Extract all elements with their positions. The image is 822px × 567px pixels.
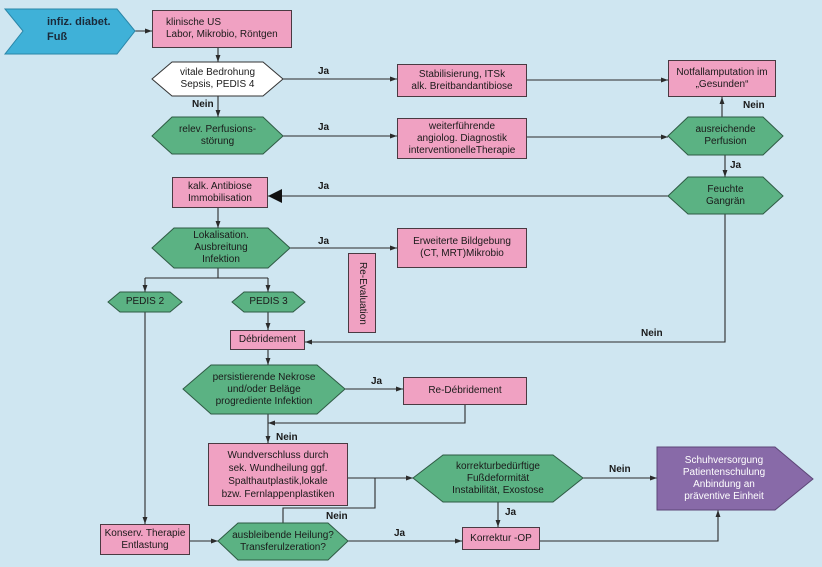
decision-fussdeformitaet-label: korrekturbedürftige Fußdeformität Instab… (452, 460, 544, 496)
decision-nekrose-shape (182, 364, 346, 415)
decision-nekrose-label: persistierende Nekrose und/oder Beläge p… (212, 371, 316, 407)
box-konserv-therapie-label: Konserv. Therapie Entlastung (104, 527, 186, 551)
edge-label-fussdeformitaet-nein: Nein (609, 464, 631, 475)
box-korrektur-op: Korrektur -OP (462, 527, 540, 550)
start-node: infiz. diabet. Fuß (47, 15, 129, 47)
decision-perfusionsstoerung-shape (151, 116, 284, 155)
box-re-evaluation: Re-Evaluation (348, 253, 376, 333)
decision-feuchte-gangraen-shape (667, 176, 784, 215)
box-stabilisierung: Stabilisierung, ITSk alk. Breitbandantib… (397, 64, 527, 97)
decision-ausbleibende-heilung-shape (217, 522, 349, 561)
decision-pedis-2: PEDIS 2 (108, 292, 182, 312)
decision-ausbleibende-heilung: ausbleibende Heilung? Transferulzeration… (218, 523, 348, 560)
box-angiolog-diagnostik-label: weiterführende angiolog. Diagnostik inte… (408, 120, 516, 156)
decision-pedis-2-label: PEDIS 2 (125, 296, 165, 307)
decision-lokalisation: Lokalisation. Ausbreitung Infektion (152, 228, 290, 268)
connector-ausbleibende-heilung-nein-loop (282, 478, 376, 523)
decision-ausreichende-perfusion-label: ausreichende Perfusion (695, 124, 756, 147)
decision-ausreichende-perfusion-shape (667, 116, 784, 156)
connector-lokalisation-split (145, 268, 268, 279)
decision-vitale-bedrohung-shape (151, 61, 284, 97)
decision-nekrose: persistierende Nekrose und/oder Beläge p… (183, 365, 345, 414)
decision-pedis-2-shape (107, 291, 183, 313)
decision-ausbleibende-heilung-label: ausbleibende Heilung? Transferulzeration… (232, 529, 334, 553)
box-re-debridement: Re-Débridement (403, 377, 527, 405)
edge-label-ausbleibende-heilung-ja: Ja (394, 528, 406, 539)
edge-label-lokalisation-ja: Ja (318, 236, 330, 247)
edge-label-vitale-bedrohung-ja: Ja (318, 66, 330, 77)
decision-fussdeformitaet: korrekturbedürftige Fußdeformität Instab… (413, 455, 583, 502)
start-arrow-shape (3, 8, 136, 55)
edge-label-ausreichende-perfusion-ja: Ja (730, 160, 742, 171)
box-angiolog-diagnostik: weiterführende angiolog. Diagnostik inte… (397, 118, 527, 159)
outcome-schuhversorgung-shape (656, 446, 814, 511)
decision-lokalisation-label: Lokalisation. Ausbreitung Infektion (193, 230, 249, 265)
outcome-schuhversorgung-label: Schuhversorgung Patientenschulung Anbind… (682, 454, 766, 502)
outcome-schuhversorgung: Schuhversorgung Patientenschulung Anbind… (657, 447, 791, 510)
box-wundverschluss-label: Wundverschluss durch sek. Wundheilung gg… (221, 449, 335, 500)
box-antibiose: kalk. Antibiose Immobilisation (172, 177, 268, 208)
box-notfallamputation: Notfallamputation im „Gesunden“ (668, 60, 776, 97)
decision-vitale-bedrohung: vitale Bedrohung Sepsis, PEDIS 4 (152, 62, 283, 96)
edge-label-fussdeformitaet-ja: Ja (505, 507, 517, 518)
edge-label-nekrose-ja: Ja (371, 376, 383, 387)
decision-ausreichende-perfusion: ausreichende Perfusion (668, 117, 783, 155)
box-debridement-label: Débridement (238, 334, 297, 345)
decision-lokalisation-shape (151, 227, 291, 269)
box-notfallamputation-label: Notfallamputation im „Gesunden“ (676, 66, 768, 90)
decision-pedis-3: PEDIS 3 (232, 292, 305, 312)
box-stabilisierung-label: Stabilisierung, ITSk alk. Breitbandantib… (411, 68, 513, 92)
box-debridement: Débridement (230, 330, 305, 350)
decision-pedis-3-label: PEDIS 3 (249, 296, 288, 307)
edge-label-perfusionsstoerung-ja: Ja (318, 122, 330, 133)
connector-re-debridement-return (268, 405, 466, 426)
box-re-evaluation-label: Re-Evaluation (357, 261, 368, 325)
decision-perfusionsstoerung-label: relev. Perfusions- störung (178, 123, 257, 147)
edge-label-vitale-bedrohung-nein: Nein (192, 99, 214, 110)
decision-perfusionsstoerung: relev. Perfusions- störung (152, 117, 283, 154)
box-bildgebung: Erweiterte Bildgebung (CT, MRT)Mikrobio (397, 228, 527, 268)
edge-label-ausbleibende-heilung-nein: Nein (326, 511, 348, 522)
box-wundverschluss: Wundverschluss durch sek. Wundheilung gg… (208, 443, 348, 506)
box-korrektur-op-label: Korrektur -OP (470, 532, 532, 544)
connector-korrektur-op-to-schuhversorgung (540, 510, 721, 542)
box-konserv-therapie: Konserv. Therapie Entlastung (100, 524, 190, 555)
start-node-label: infiz. diabet. Fuß (47, 16, 111, 43)
decision-fussdeformitaet-shape (412, 454, 584, 503)
box-re-debridement-label: Re-Débridement (428, 385, 502, 396)
connector-feuchte-gangraen-to-debridement (305, 214, 726, 345)
decision-vitale-bedrohung-label: vitale Bedrohung Sepsis, PEDIS 4 (179, 67, 256, 90)
box-klinische-us: klinische US Labor, Mikrobio, Röntgen (152, 10, 292, 48)
edge-label-nekrose-nein: Nein (276, 432, 298, 443)
box-antibiose-label: kalk. Antibiose Immobilisation (188, 180, 252, 204)
box-klinische-us-label: klinische US Labor, Mikrobio, Röntgen (166, 17, 278, 40)
edge-label-feuchte-gangraen-ja: Ja (318, 181, 330, 192)
decision-feuchte-gangraen: Feuchte Gangrän (668, 177, 783, 214)
decision-pedis-3-shape (231, 291, 306, 313)
edge-label-feuchte-gangraen-nein: Nein (641, 328, 663, 339)
edge-label-ausreichende-perfusion-nein: Nein (743, 100, 765, 111)
decision-feuchte-gangraen-label: Feuchte Gangrän (706, 183, 745, 207)
box-bildgebung-label: Erweiterte Bildgebung (CT, MRT)Mikrobio (413, 236, 511, 259)
